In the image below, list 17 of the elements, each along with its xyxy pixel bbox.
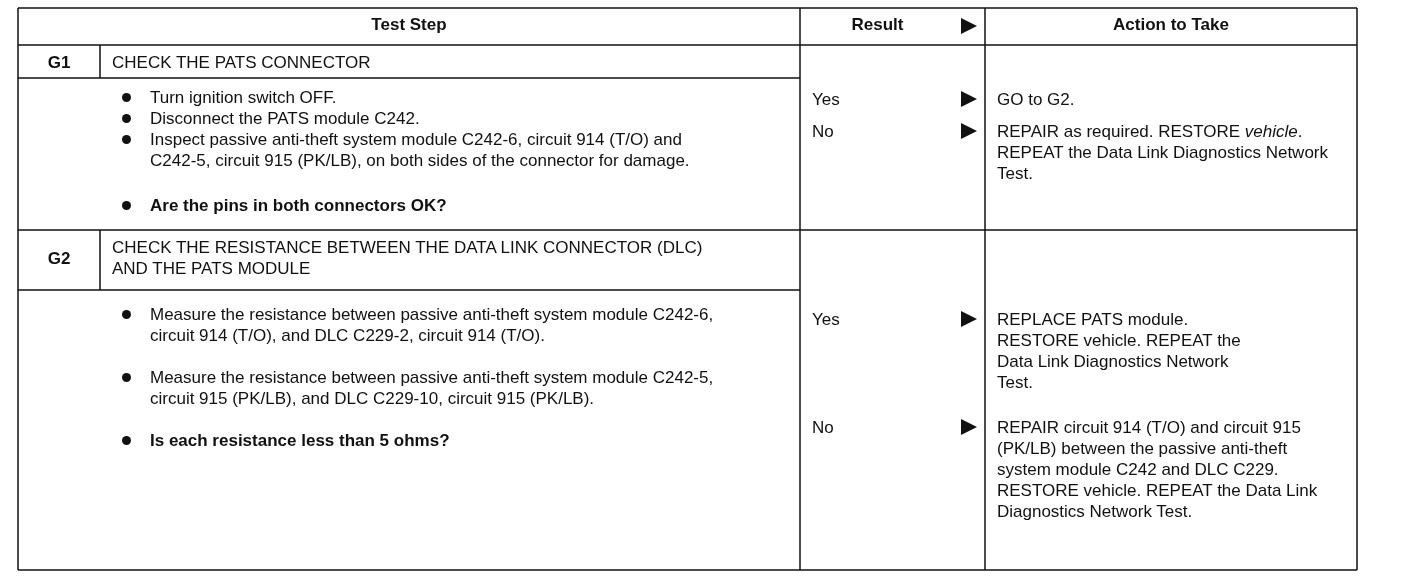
column-header: Result xyxy=(850,14,905,35)
bullet-item: Measure the resistance between passive anti-theft system module C242-5, circuit 915 (PK/LB), and DLC C229-10, circuit 915 (PK/LB). xyxy=(112,367,760,409)
step-number: G1 xyxy=(46,52,72,73)
result-text: Yes xyxy=(812,309,841,330)
action-text: REPLACE PATS module. RESTORE vehicle. REPEAT the Data Link Diagnostics Network Test. xyxy=(997,309,1242,393)
step-title: CHECK THE RESISTANCE BETWEEN THE DATA LINK CONNECTOR (DLC) AND THE PATS MODULE xyxy=(112,237,704,279)
action-text: REPAIR circuit 914 (T/O) and circuit 915 (PK/LB) between the passive anti-theft system module C242 and DLC C229. RESTORE vehicle. REPEAT the Data Link Diagnostics Network Test. xyxy=(997,417,1319,522)
action-text: GO to G2. xyxy=(997,89,1076,110)
bullet-item: Measure the resistance between passive anti-theft system module C242-6, circuit 914 (T/O), and DLC C229-2, circuit 914 (T/O). xyxy=(112,304,760,346)
action-text: REPAIR as required. RESTORE vehicle. REPEAT the Data Link Diagnostics Network Test. xyxy=(997,121,1329,184)
bullet-item: Inspect passive anti-theft system module C242-6, circuit 914 (T/O) and C242-5, circuit 915 (PK/LB), on both sides of the connector for damage. xyxy=(112,129,710,171)
column-header: Action to Take xyxy=(1112,14,1230,35)
bullet-question: Are the pins in both connectors OK? xyxy=(112,195,830,216)
result-text: Yes xyxy=(812,89,841,110)
step-number: G2 xyxy=(46,248,72,269)
step-title: CHECK THE PATS CONNECTOR xyxy=(112,52,372,73)
column-header: Test Step xyxy=(370,14,448,35)
